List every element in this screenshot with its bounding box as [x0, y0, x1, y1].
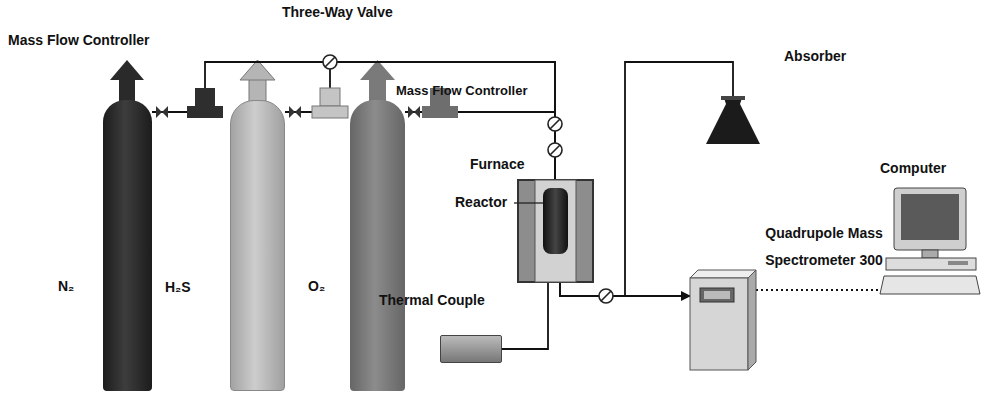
node-label: N₂ [58, 278, 74, 295]
flask-drawing [704, 98, 762, 144]
valve-label: Three-Way Valve [282, 4, 393, 21]
node-label: O₂ [308, 278, 325, 295]
gas-line [405, 112, 555, 188]
node-label: H₂S [165, 279, 191, 296]
gas-cylinder: N₂ [103, 100, 152, 391]
node-label: Computer [880, 160, 946, 177]
cylinder-cap [110, 60, 144, 102]
gas-line [502, 282, 548, 349]
component-label: Mass Flow Controller [396, 82, 527, 99]
data-cable [756, 289, 878, 291]
node-label: Quadrupole Mass Spectrometer 300 [754, 220, 894, 274]
node-label: Reactor [455, 194, 507, 211]
reactor: Reactor [543, 188, 568, 254]
node-label: Furnace [470, 156, 524, 173]
mass-spectrometer: Quadrupole Mass Spectrometer 300 [690, 270, 756, 370]
thermocouple-reader: Thermal Couple [440, 335, 502, 363]
furnace: FurnaceReactor [518, 180, 593, 282]
node-label: Thermal Couple [379, 292, 485, 309]
node-label: Absorber [784, 48, 846, 65]
computer-drawing [878, 188, 982, 298]
leader-line [514, 202, 543, 203]
component-label: Mass Flow Controller [8, 32, 150, 49]
spectrometer-drawing [690, 270, 756, 370]
cylinder-cap [360, 60, 395, 102]
cylinder-cap [240, 60, 275, 102]
computer: Computer [878, 188, 982, 298]
gas-cylinder: O₂ [350, 100, 405, 391]
absorber-flask: Absorber [704, 98, 762, 144]
gas-cylinder: H₂S [230, 100, 285, 391]
gas-line [285, 62, 555, 188]
